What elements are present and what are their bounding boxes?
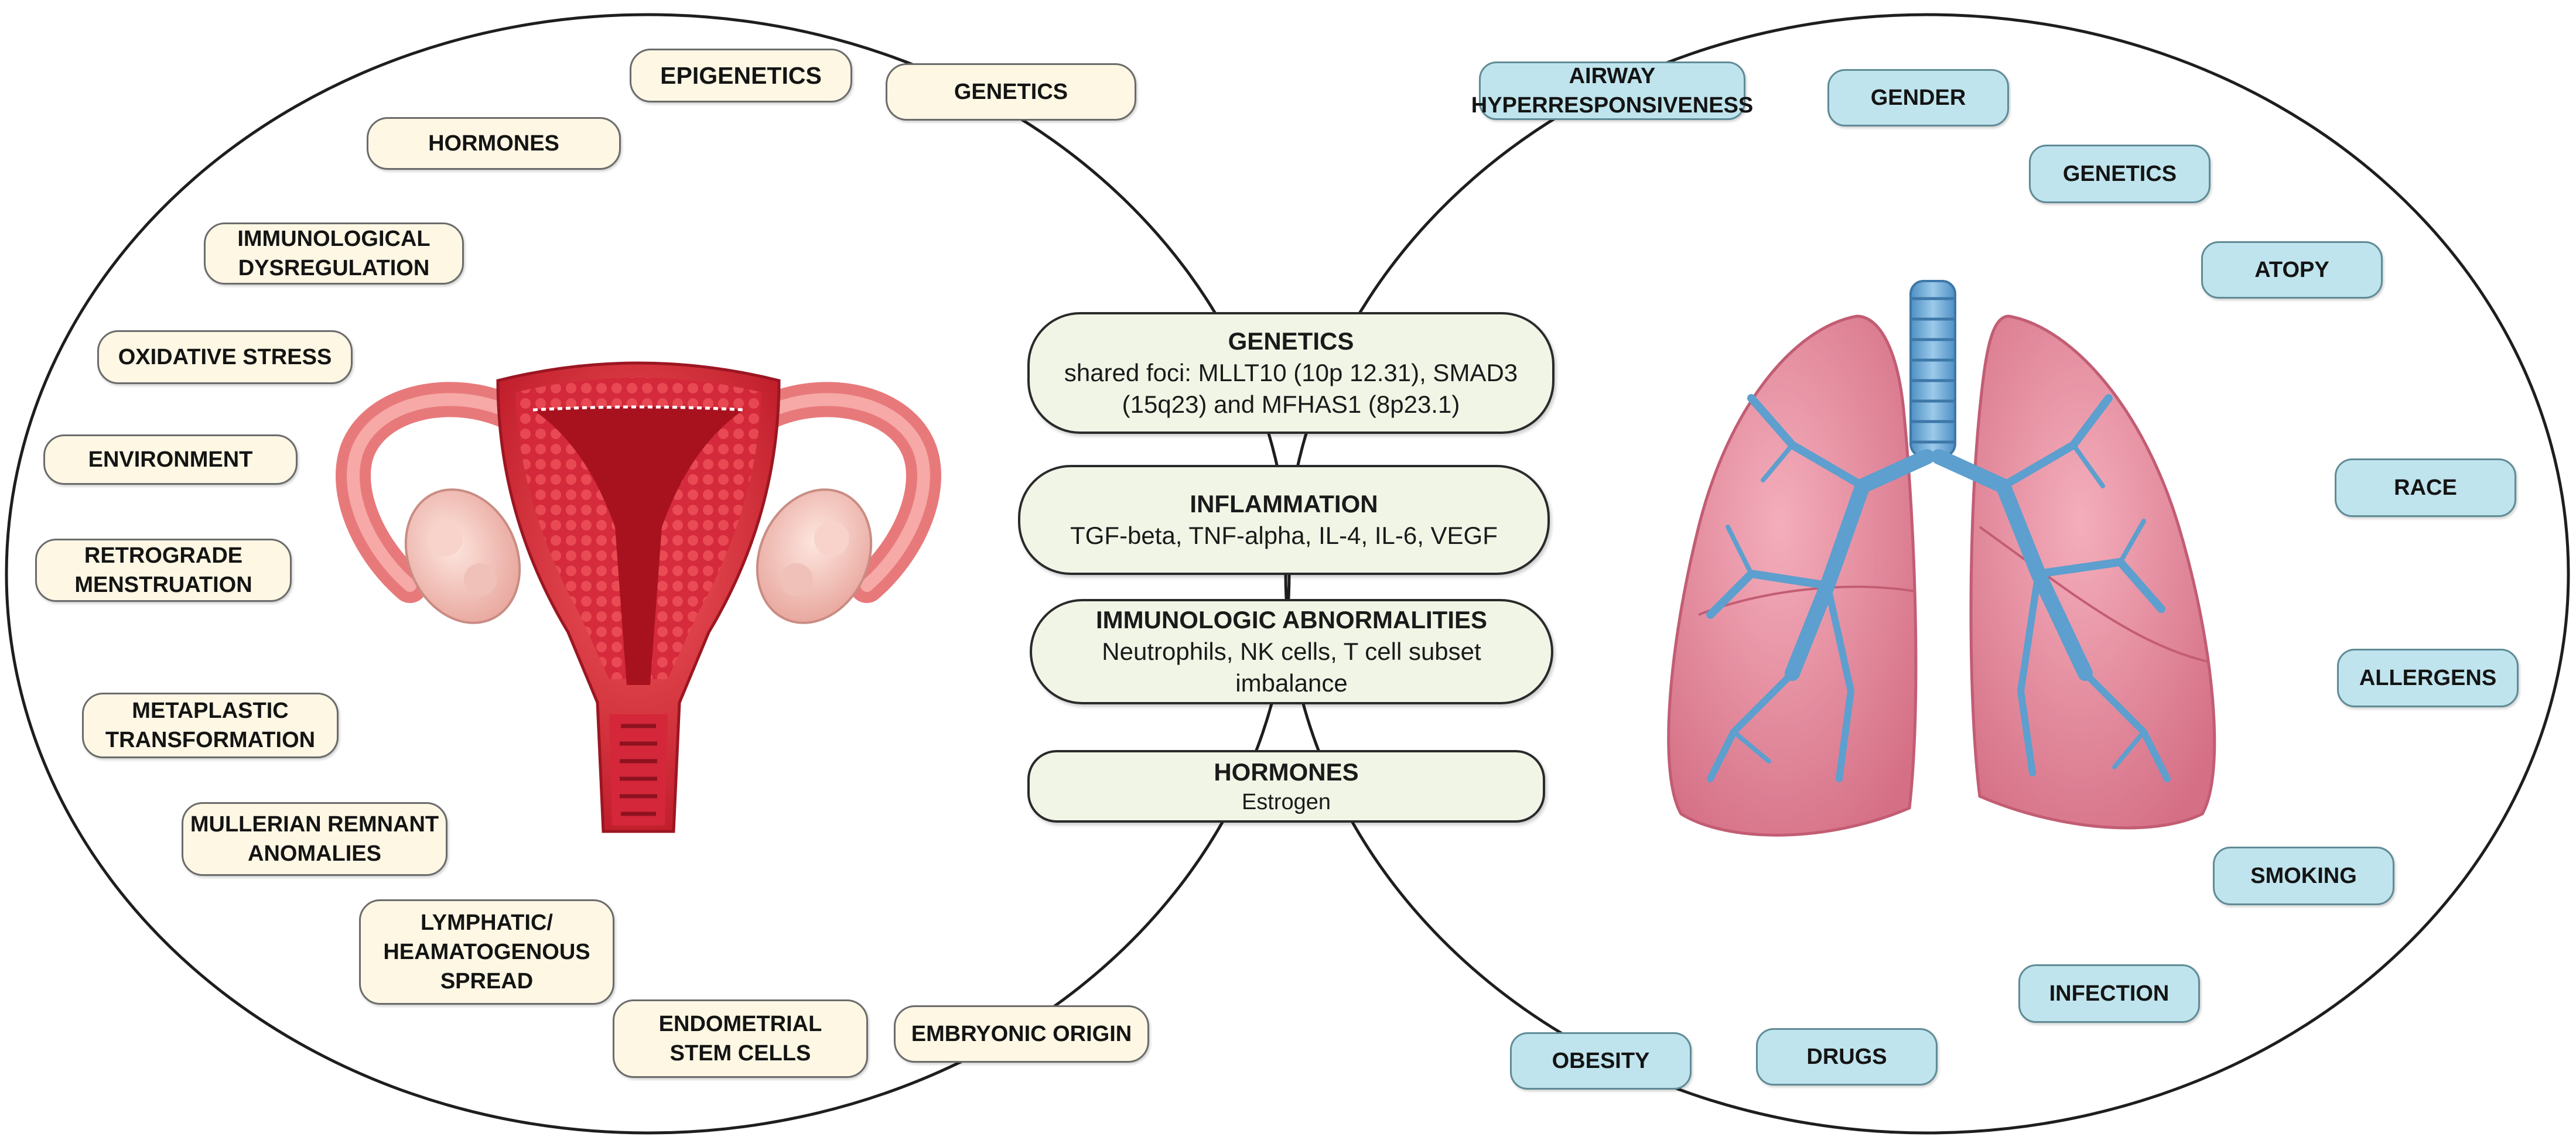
factor-environment: ENVIRONMENT	[43, 434, 298, 485]
factor-infection: INFECTION	[2018, 964, 2200, 1023]
factor-endometrial-stem-cells: ENDOMETRIAL STEM CELLS	[613, 999, 868, 1078]
factor-drugs: DRUGS	[1756, 1028, 1938, 1086]
factor-immunological-dysregulation: IMMUNOLOGICAL DYSREGULATION	[204, 222, 464, 285]
factor-metaplastic-transformation: METAPLASTIC TRANSFORMATION	[82, 693, 339, 758]
factor-genetics-asthma: GENETICS	[2029, 145, 2211, 203]
factor-atopy: ATOPY	[2201, 241, 2383, 299]
factor-epigenetics: EPIGENETICS	[630, 49, 852, 102]
factor-allergens: ALLERGENS	[2337, 649, 2519, 707]
factor-genetics-endo: GENETICS	[886, 63, 1136, 121]
factor-gender: GENDER	[1827, 69, 2009, 126]
factor-lymphatic-spread: LYMPHATIC/ HEAMATOGENOUS SPREAD	[359, 899, 614, 1005]
factor-airway-hyperresponsiveness: AIRWAY HYPERRESPONSIVENESS	[1471, 61, 1753, 120]
factor-oxidative-stress: OXIDATIVE STRESS	[97, 330, 353, 384]
shared-genetics: GENETICS shared foci: MLLT10 (10p 12.31)…	[1027, 312, 1555, 434]
lungs-illustration	[1667, 280, 2216, 837]
factor-smoking: SMOKING	[2213, 847, 2394, 905]
factor-hormones-endo: HORMONES	[367, 117, 621, 170]
shared-immunologic-abnormalities: IMMUNOLOGIC ABNORMALITIES Neutrophils, N…	[1030, 599, 1553, 704]
factor-obesity: OBESITY	[1510, 1032, 1692, 1090]
factor-retrograde-menstruation: RETROGRADE MENSTRUATION	[35, 539, 292, 602]
factor-embryonic-origin: EMBRYONIC ORIGIN	[894, 1005, 1149, 1063]
shared-inflammation: INFLAMMATION TGF-beta, TNF-alpha, IL-4, …	[1018, 465, 1550, 575]
shared-hormones: HORMONES Estrogen	[1027, 750, 1545, 823]
factor-mullerian-remnant-anomalies: MULLERIAN REMNANT ANOMALIES	[182, 802, 447, 876]
factor-race: RACE	[2335, 458, 2516, 517]
uterus-illustration	[336, 361, 941, 833]
